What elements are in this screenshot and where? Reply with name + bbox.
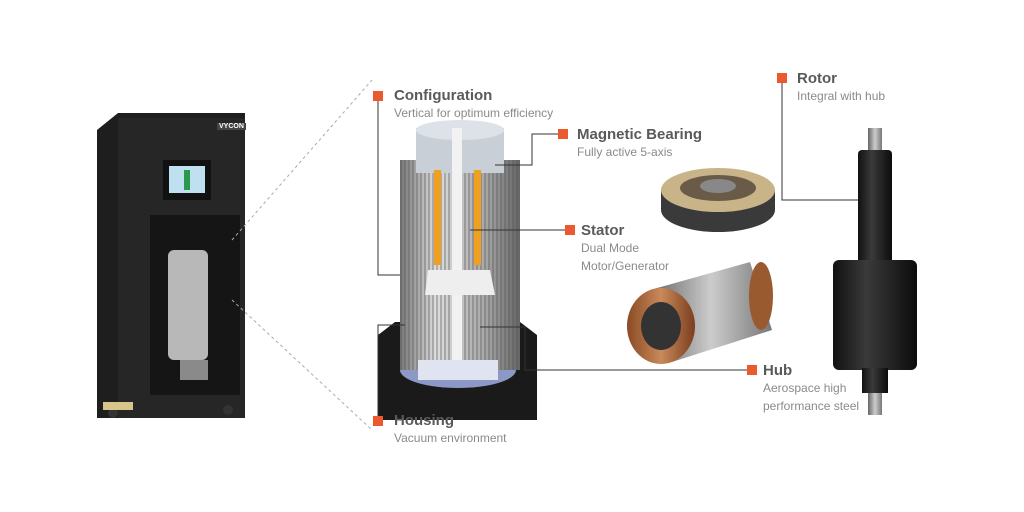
callout-title: Configuration <box>394 87 493 104</box>
callout-subtitle: Aerospace high <box>763 381 847 395</box>
stator-image <box>627 262 773 364</box>
rotor-image <box>833 128 917 415</box>
ups-cabinet-image <box>97 113 245 418</box>
hub-marker <box>747 365 757 375</box>
callout-subtitle: Vacuum environment <box>394 431 507 445</box>
configuration-marker <box>373 91 383 101</box>
magnetic-bearing-image <box>661 168 775 232</box>
callout-housing: Housing Vacuum environment <box>394 412 507 447</box>
callout-rotor: Rotor Integral with hub <box>797 70 885 105</box>
callout-subtitle: Vertical for optimum efficiency <box>394 106 554 120</box>
callout-title: Magnetic Bearing <box>577 126 703 143</box>
magnetic-bearing-marker <box>558 129 568 139</box>
callout-subtitle: Integral with hub <box>797 89 886 103</box>
callout-subtitle: Motor/Generator <box>581 259 670 273</box>
cabinet-logo: VYCON <box>217 123 246 130</box>
rotor-marker <box>777 73 787 83</box>
callout-stator: Stator Dual Mode Motor/Generator <box>581 222 669 275</box>
callout-hub: Hub Aerospace high performance steel <box>763 362 859 415</box>
stator-marker <box>565 225 575 235</box>
zoom-line-top <box>231 79 373 241</box>
callout-configuration: Configuration Vertical for optimum effic… <box>394 87 553 122</box>
callout-magnetic-bearing: Magnetic Bearing Fully active 5-axis <box>577 126 702 161</box>
callout-subtitle: Dual Mode <box>581 241 640 255</box>
flywheel-cutaway-image <box>378 120 537 420</box>
callout-subtitle: Fully active 5-axis <box>577 145 673 159</box>
callout-title: Stator <box>581 222 625 239</box>
callout-title: Housing <box>394 412 454 429</box>
housing-marker <box>373 416 383 426</box>
leader-lines <box>377 82 858 420</box>
callout-title: Rotor <box>797 70 837 87</box>
callout-title: Hub <box>763 362 793 379</box>
zoom-line-bottom <box>231 299 373 431</box>
callout-subtitle: performance steel <box>763 399 860 413</box>
